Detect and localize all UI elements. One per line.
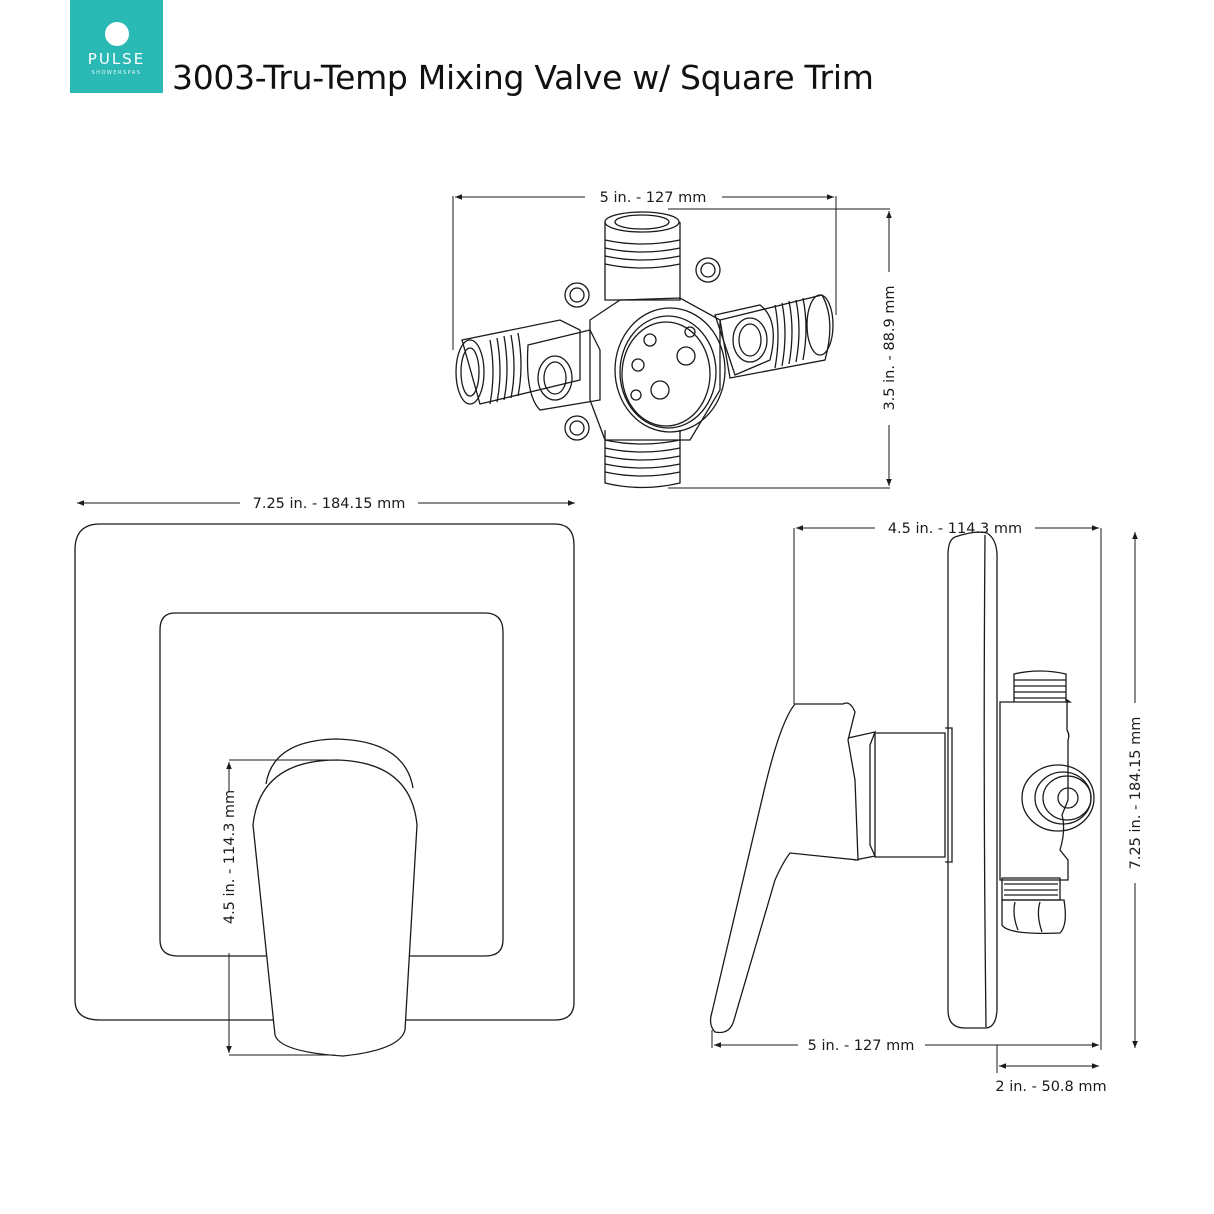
logo-tagline: SHOWERSPAS bbox=[91, 70, 142, 76]
side-profile-view bbox=[709, 525, 1138, 1073]
rough-valve-view bbox=[452, 194, 892, 489]
side-depth-bottom-label: 5 in. - 127 mm bbox=[808, 1038, 915, 1054]
page-title: 3003-Tru-Temp Mixing Valve w/ Square Tri… bbox=[172, 58, 874, 97]
rough-width-label: 5 in. - 127 mm bbox=[600, 190, 707, 206]
front-trim-view bbox=[74, 500, 575, 1057]
side-depth-top-label: 4.5 in. - 114.3 mm bbox=[888, 521, 1022, 537]
valve-depth-label: 2 in. - 50.8 mm bbox=[995, 1079, 1106, 1095]
logo-brand: PULSE bbox=[87, 50, 146, 68]
front-handle-height-label: 4.5 in. - 114.3 mm bbox=[222, 790, 238, 924]
front-width-label: 7.25 in. - 184.15 mm bbox=[253, 496, 406, 512]
pulse-logo: PULSE SHOWERSPAS bbox=[70, 0, 163, 93]
side-height-label: 7.25 in. - 184.15 mm bbox=[1128, 717, 1144, 870]
rough-height-label: 3.5 in. - 88.9 mm bbox=[882, 285, 898, 410]
shower-head-icon bbox=[105, 22, 129, 46]
